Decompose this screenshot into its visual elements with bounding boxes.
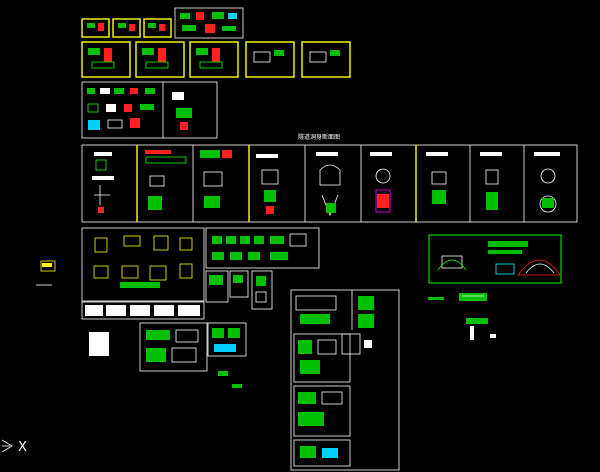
sheet-portal-table[interactable] — [81, 301, 205, 320]
sheet-mid-lower[interactable] — [139, 322, 247, 388]
sheet-green-icons[interactable] — [205, 227, 320, 269]
sheet-detail-block[interactable] — [81, 81, 218, 139]
sheet-green-framed[interactable] — [428, 234, 562, 284]
sheet-scattered-details[interactable] — [428, 293, 496, 340]
ucs-arrow-icon — [1, 439, 13, 453]
sheet-row-cross-sections[interactable] — [81, 144, 578, 223]
sheet-group-yellow-row[interactable] — [81, 41, 351, 78]
white-note-block[interactable] — [89, 332, 109, 356]
sheet-group-top-small[interactable] — [81, 7, 244, 39]
sheet-mid-small[interactable] — [205, 270, 273, 310]
ucs-axis-label: X — [18, 440, 27, 455]
small-yellow-detail[interactable] — [36, 260, 56, 286]
sheet-tall-details[interactable] — [290, 289, 400, 471]
sheet-portal-details[interactable] — [81, 227, 205, 302]
drawing-title-label: 隧道洞身断面图 — [298, 133, 340, 141]
